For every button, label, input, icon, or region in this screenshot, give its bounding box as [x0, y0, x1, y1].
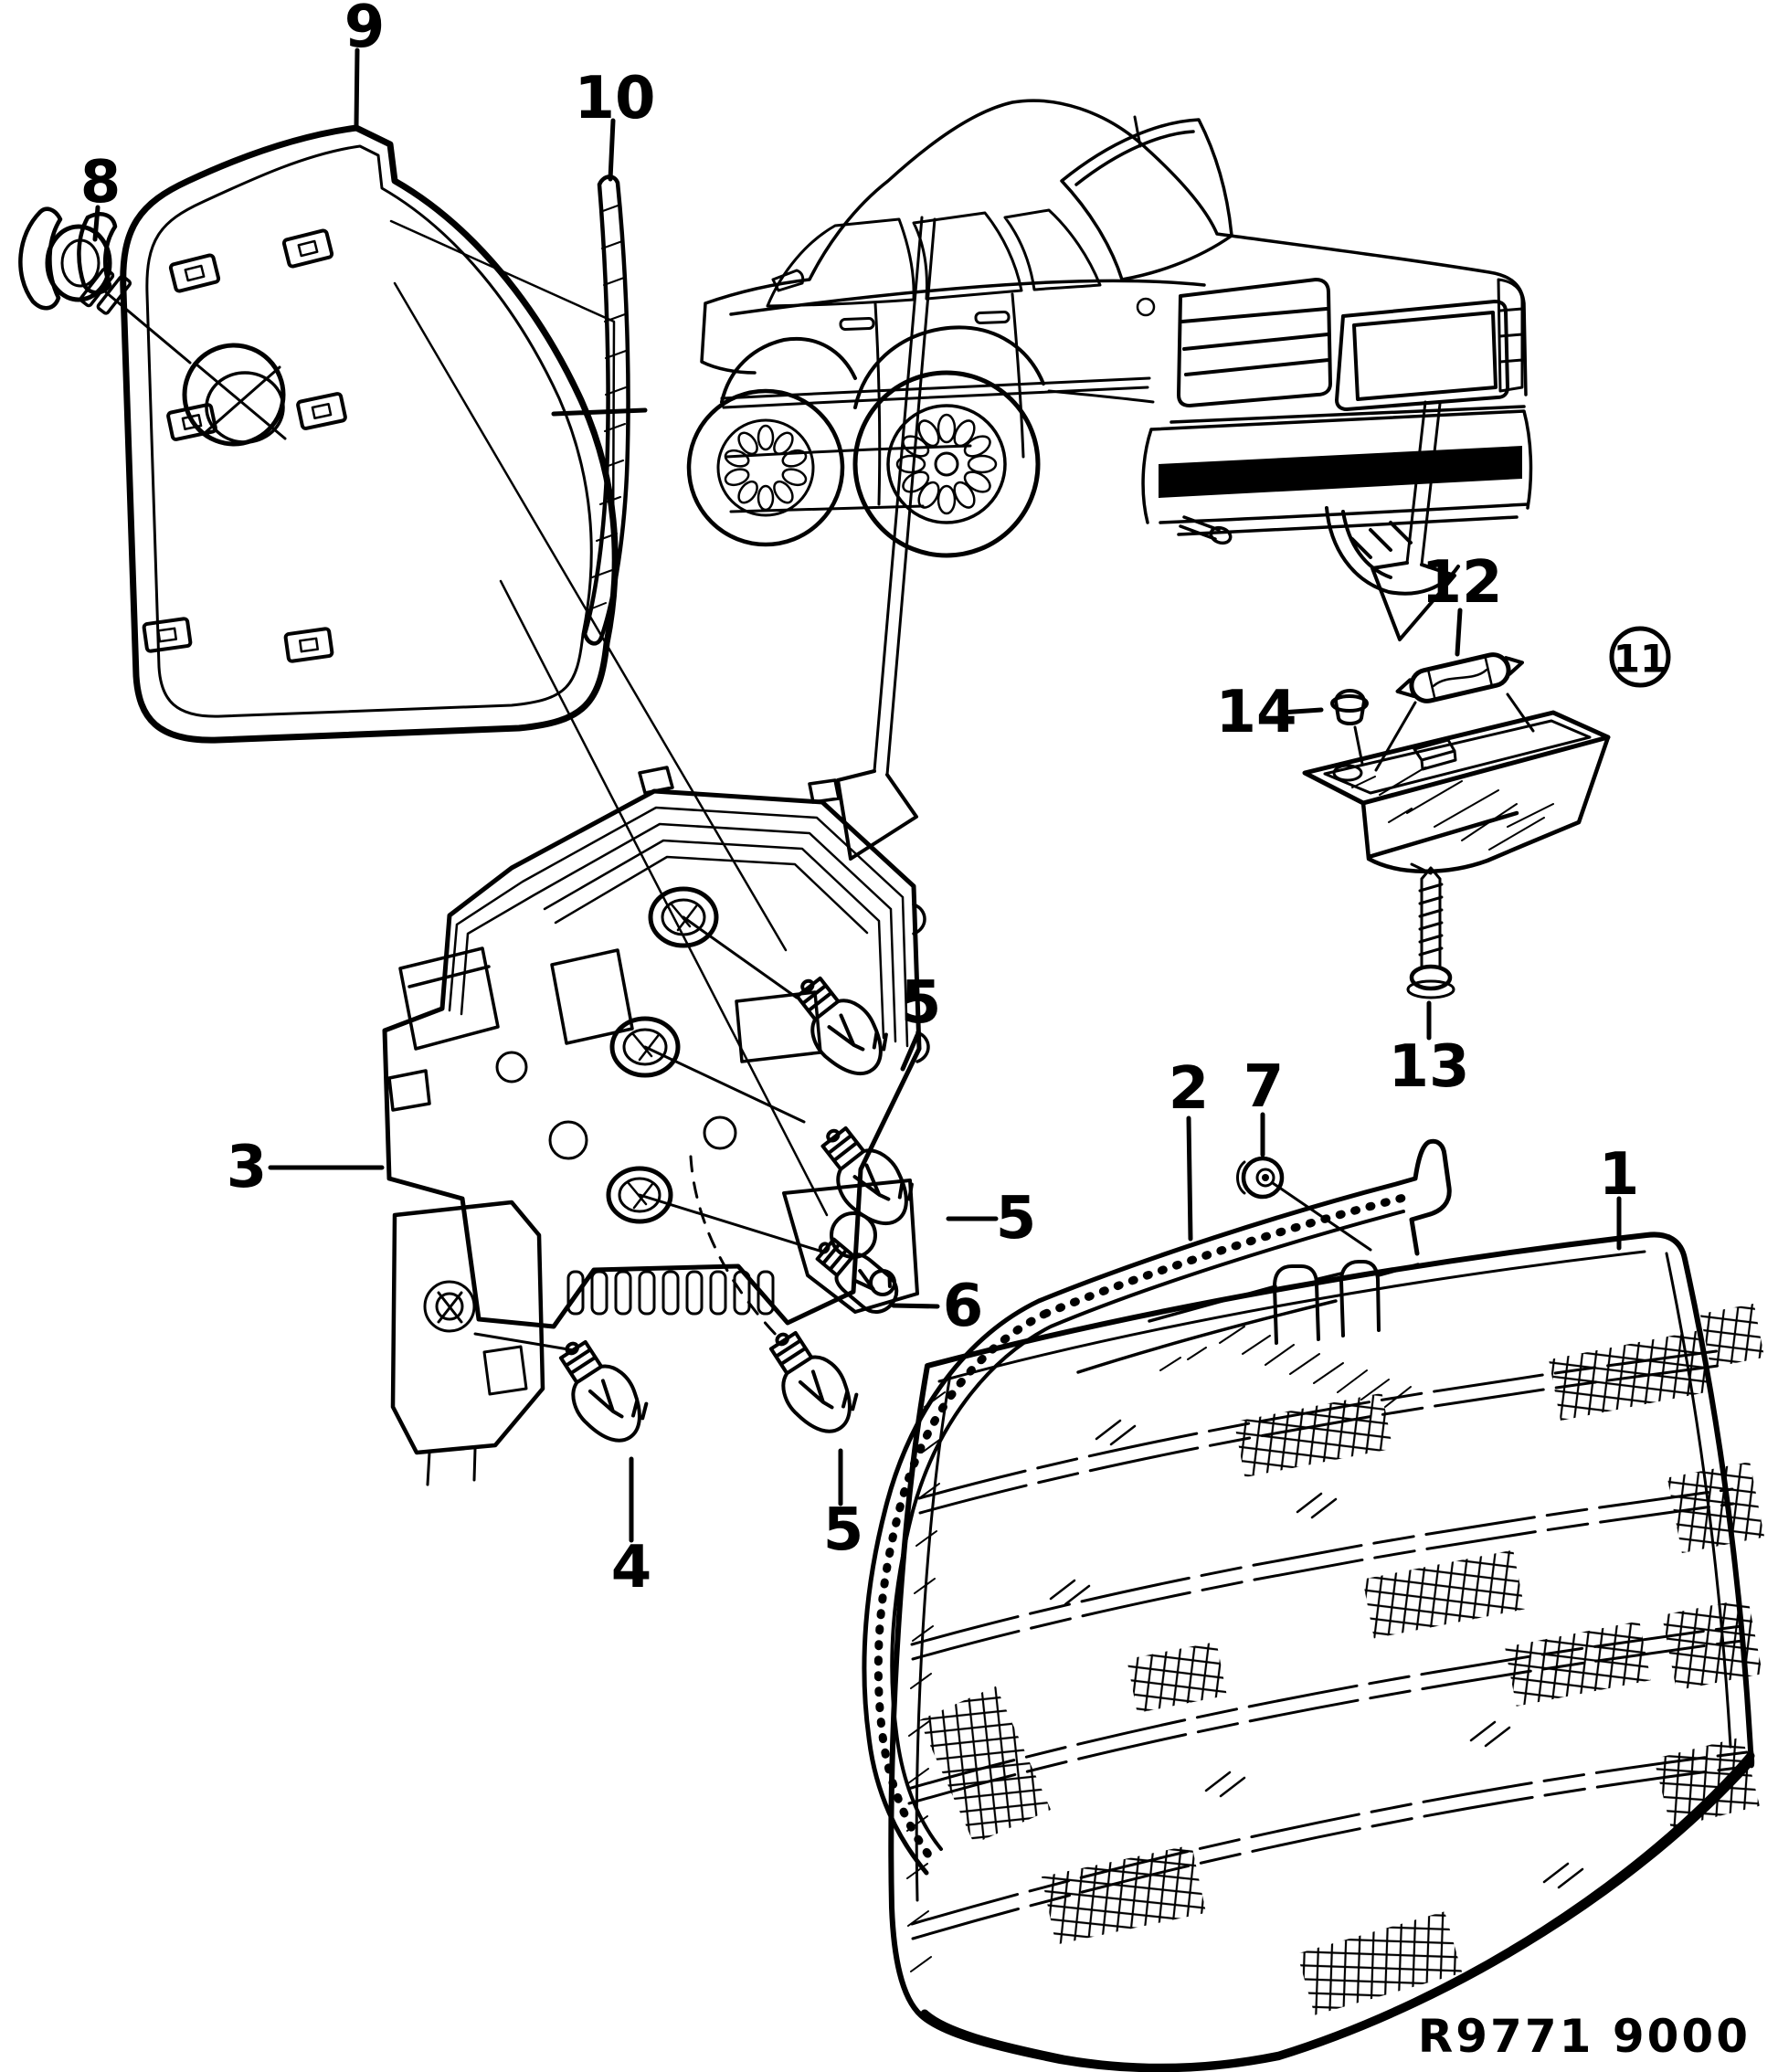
car-exhaust-tip — [1209, 525, 1233, 545]
lens-crosshatch-patches — [918, 1303, 1765, 2015]
cover-panel-inner-line — [145, 144, 593, 718]
nut-drawing — [1236, 1156, 1285, 1200]
car-illustration — [686, 99, 1533, 596]
board-trace-lines — [448, 806, 909, 1048]
arrow-head — [836, 769, 918, 861]
part-label-1: 1 — [1599, 1141, 1640, 1209]
wing-nut-base — [45, 224, 112, 302]
cover-panel-outline — [120, 124, 619, 744]
part-label-5-lower: 5 — [823, 1496, 864, 1564]
leader-lines — [92, 48, 1622, 1543]
car-side-details — [720, 115, 1155, 513]
car-windows — [766, 208, 1102, 308]
board-outline — [382, 788, 922, 1329]
car-front-wheel — [686, 388, 845, 547]
bulb-6-small — [815, 1237, 899, 1314]
board-bulb-sockets — [606, 886, 719, 1224]
wing-nut-base-inner — [60, 238, 101, 288]
trim-strip-hatching — [587, 204, 627, 611]
lens-left-edge-hatching — [906, 1391, 946, 1972]
lens-bottom-thick-edge — [920, 1751, 1755, 2072]
grommet-hole — [182, 343, 286, 447]
car-tail-lamp-cluster — [1177, 278, 1332, 407]
license-lamp-drawing — [1302, 626, 1671, 999]
cap-drawing — [1330, 689, 1369, 725]
part-label-4: 4 — [611, 1534, 652, 1602]
board-lower-left-socket-detail — [423, 1280, 528, 1486]
construction-lines — [389, 219, 829, 1217]
bulb-4 — [558, 1339, 649, 1443]
pointer-arrow-to-bulb-holder — [836, 216, 937, 861]
car-bumper-rub-strip — [1159, 446, 1522, 498]
lens-slash-marks — [1049, 1419, 1584, 1889]
part-label-3: 3 — [227, 1134, 268, 1201]
gasket-stipple — [873, 1192, 1412, 1866]
gasket-outer-edge — [862, 1138, 1452, 1876]
arrow-shaft — [873, 216, 937, 777]
part-label-12: 12 — [1421, 549, 1502, 617]
part-label-11-circled: 11 — [1614, 637, 1667, 682]
wing-nut-prongs — [79, 267, 132, 315]
part-label-10: 10 — [574, 65, 655, 132]
wing-nut-drawing — [18, 206, 132, 315]
board-heat-sink-fins — [566, 1270, 775, 1316]
screw-drawing — [1406, 866, 1455, 999]
license-lamp-reflector-scribble — [1351, 766, 1554, 851]
bulb-5-lower — [768, 1330, 859, 1433]
bulb-holder-board-drawing — [382, 766, 930, 1486]
thin-pointer-lines — [104, 291, 1535, 1352]
part-label-8: 8 — [80, 149, 122, 217]
part-label-7: 7 — [1244, 1053, 1285, 1121]
part-label-6: 6 — [943, 1273, 984, 1340]
grommet-hole-inner — [205, 371, 285, 444]
arrow-shaft — [1405, 400, 1442, 566]
car-door-handles — [839, 311, 1011, 331]
pointer-arrow-to-license-lamp — [1371, 400, 1456, 641]
bulb-5-middle — [820, 1126, 914, 1226]
bulb-5-upper — [795, 976, 888, 1076]
license-lamp-details — [1332, 738, 1457, 782]
wing-nut-wings — [18, 206, 118, 311]
dashed-line-to-lower-bulb — [689, 1155, 782, 1341]
part-label-5-middle: 5 — [996, 1185, 1037, 1253]
trim-strip-outline — [582, 174, 630, 646]
part-label-14: 14 — [1215, 679, 1296, 746]
tail-lamp-lens-drawing — [888, 1232, 1765, 2072]
cover-panel-drawing — [120, 124, 619, 744]
part-label-13: 13 — [1388, 1033, 1469, 1101]
car-rear-wheel — [852, 370, 1041, 558]
callout-circle — [1609, 626, 1671, 688]
car-rear-right-wheel — [1325, 506, 1460, 596]
gasket-drawing — [862, 1138, 1452, 1876]
car-fuel-filler — [1136, 297, 1156, 317]
car-license-recess — [1335, 300, 1509, 411]
festoon-bulb-drawing — [1395, 652, 1524, 703]
drawing-reference-code: R9771 9000 — [1418, 2010, 1751, 2063]
grommet-cross-lines — [194, 362, 287, 440]
trim-strip-drawing — [582, 174, 630, 646]
arrow-head — [1371, 561, 1456, 641]
car-wheel-arches — [720, 325, 1045, 409]
board-lower-left-socket-unit — [390, 1200, 545, 1455]
gasket-inner-edge — [890, 1210, 1405, 1851]
part-label-2: 2 — [1169, 1055, 1210, 1123]
car-bumper — [1141, 405, 1533, 536]
car-right-lamp-strip — [1497, 278, 1524, 393]
board-small-holes — [495, 1051, 737, 1160]
part-label-5-upper: 5 — [901, 969, 942, 1037]
part-label-9: 9 — [344, 0, 386, 61]
